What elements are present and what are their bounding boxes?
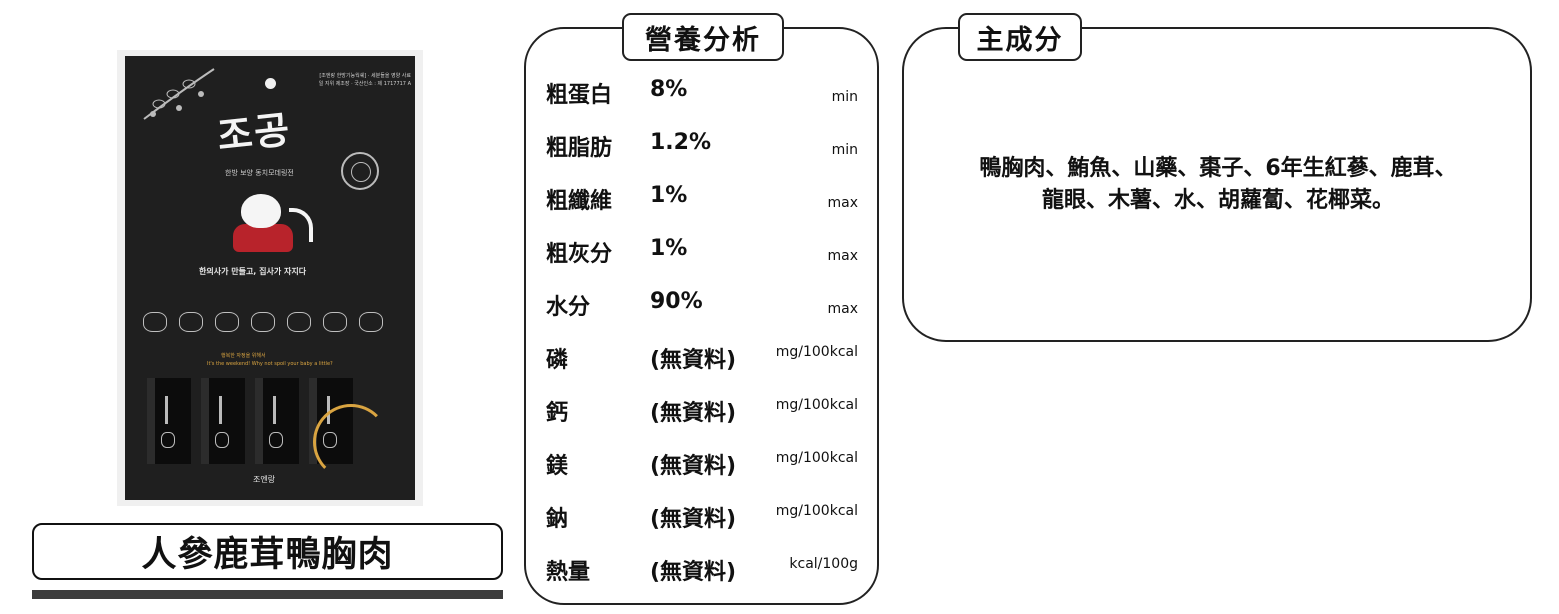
nutrition-label: 磷: [546, 348, 569, 373]
nutrition-unit: mg/100kcal: [775, 397, 858, 413]
package-orange-line-2: It's the weekend! Why not spoil your bab…: [207, 361, 333, 367]
nutrition-value: (無資料): [650, 454, 737, 479]
hang-hole: [265, 78, 276, 89]
package-slogan: 한의사가 만들고, 집사가 자지다: [199, 267, 307, 276]
nutrition-row-magnesium: 鎂 (無資料) mg/100kcal: [546, 448, 858, 488]
orange-arc-decoration: [313, 404, 389, 480]
package-subtitle: 한방 보양 동치모데링전: [225, 169, 294, 177]
nutrition-value: 1%: [650, 183, 688, 208]
nutrition-row-moisture: 水分 90% max: [546, 289, 858, 329]
nutrition-value: 90%: [650, 289, 703, 314]
nutrition-row-ash: 粗灰分 1% max: [546, 236, 858, 276]
nutrition-value: (無資料): [650, 507, 737, 532]
nutrition-row-sodium: 鈉 (無資料) mg/100kcal: [546, 501, 858, 541]
nutrition-unit: mg/100kcal: [775, 503, 858, 519]
nutrition-unit: kcal/100g: [789, 556, 858, 572]
ingredients-panel: [902, 27, 1532, 342]
nutrition-row-phosphorus: 磷 (無資料) mg/100kcal: [546, 342, 858, 382]
nutrition-row-calories: 熱量 (無資料) kcal/100g: [546, 554, 858, 594]
nutrition-row-calcium: 鈣 (無資料) mg/100kcal: [546, 395, 858, 435]
package-info-text: [조엔랑 한방기능웍쉐] · 세분들을 영양 사료 일 지위 제조장 · 국산인…: [318, 73, 411, 87]
nutrition-label: 鈉: [546, 507, 569, 532]
ingredients-list: 鴨胸肉、鮪魚、山藥、棗子、6年生紅蔘、鹿茸、 龍眼、木薯、水、胡蘿蔔、花椰菜。: [916, 153, 1520, 217]
nutrition-label: 熱量: [546, 560, 591, 585]
nutrition-value: (無資料): [650, 348, 737, 373]
nutrition-label: 鈣: [546, 401, 569, 426]
nutrition-value: (無資料): [650, 401, 737, 426]
package-orange-line-1: 행복한 자정을 위해서: [221, 353, 266, 359]
nutrition-value: 8%: [650, 77, 688, 102]
ingredients-line-2: 龍眼、木薯、水、胡蘿蔔、花椰菜。: [1041, 188, 1394, 213]
nutrition-unit: mg/100kcal: [775, 450, 858, 466]
nutrition-unit: min: [831, 89, 858, 105]
ingredients-line-1: 鴨胸肉、鮪魚、山藥、棗子、6年生紅蔘、鹿茸、: [979, 156, 1457, 181]
ingredient-icons: [143, 306, 399, 346]
nutrition-label: 粗灰分: [546, 242, 613, 267]
nutrition-label: 粗纖維: [546, 189, 613, 214]
nutrition-value: (無資料): [650, 560, 737, 585]
nutrition-unit: max: [827, 195, 858, 211]
nutrition-row-fiber: 粗纖維 1% max: [546, 183, 858, 223]
product-package: [조엔랑 한방기능웍쉐] · 세분들을 영양 사료 일 지위 제조장 · 국산인…: [125, 56, 415, 500]
cat-mascot-illustration: [227, 188, 317, 258]
nutrition-unit: max: [827, 301, 858, 317]
nutrition-title: 營養分析: [622, 13, 784, 61]
nutrition-label: 水分: [546, 295, 591, 320]
ingredients-title: 主成分: [958, 13, 1082, 61]
product-image: [조엔랑 한방기능웍쉐] · 세분들을 영양 사료 일 지위 제조장 · 국산인…: [117, 50, 423, 506]
nutrition-value: 1%: [650, 236, 688, 261]
nutrition-row-fat: 粗脂肪 1.2% min: [546, 130, 858, 170]
branch-illustration: [143, 68, 215, 120]
nutrition-label: 粗蛋白: [546, 83, 613, 108]
nutrition-unit: min: [831, 142, 858, 158]
package-bottom-text: 조엔랑: [253, 475, 276, 484]
product-name: 人參鹿茸鴨胸肉: [32, 523, 503, 580]
product-name-underbar: [32, 590, 503, 599]
nutrition-label: 鎂: [546, 454, 569, 479]
package-brand: 조공: [215, 106, 294, 159]
stamp-icon: [341, 152, 379, 190]
nutrition-value: 1.2%: [650, 130, 712, 155]
nutrition-unit: mg/100kcal: [775, 344, 858, 360]
nutrition-panel: [524, 27, 879, 605]
nutrition-unit: max: [827, 248, 858, 264]
nutrition-row-protein: 粗蛋白 8% min: [546, 77, 858, 117]
nutrition-label: 粗脂肪: [546, 136, 613, 161]
